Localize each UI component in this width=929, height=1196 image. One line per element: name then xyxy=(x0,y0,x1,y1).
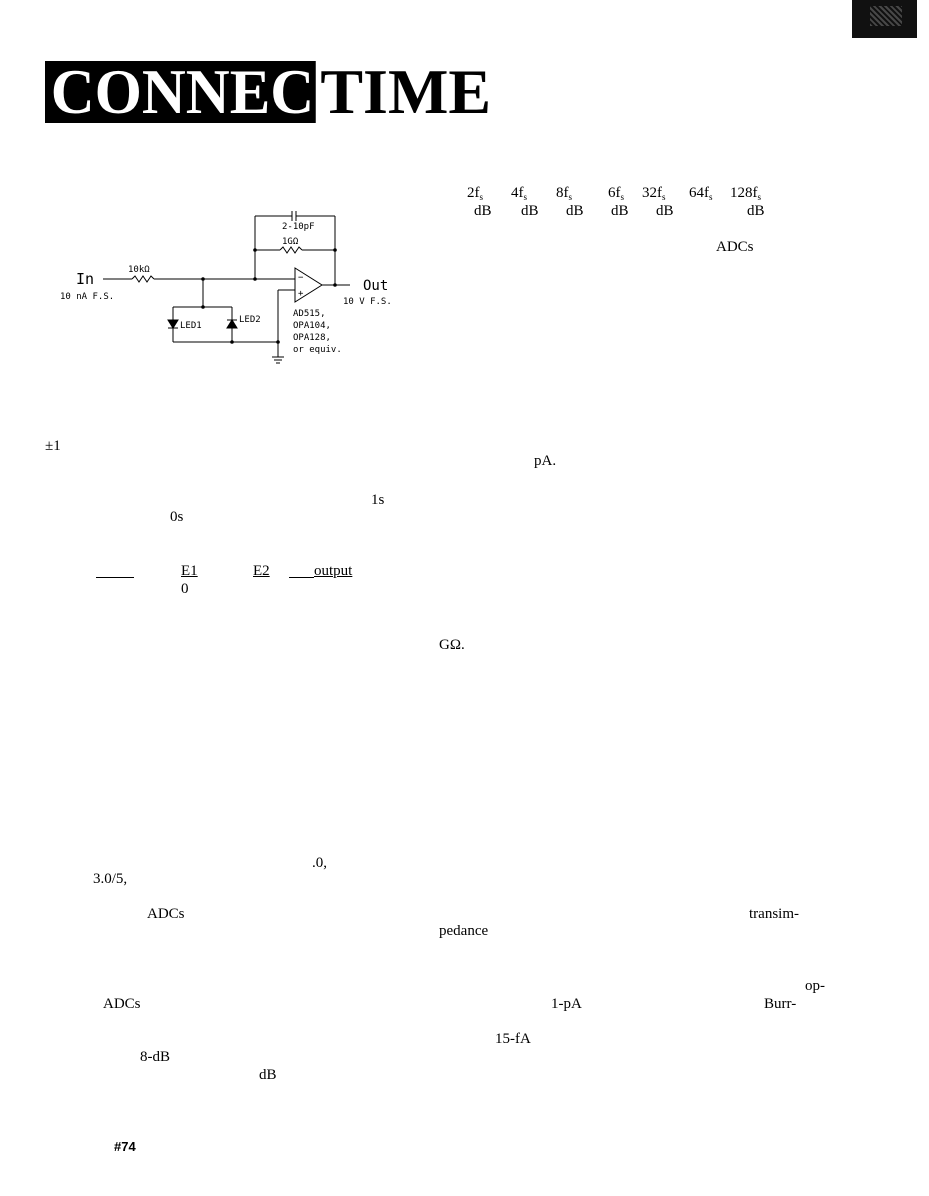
header-plain-text: TIME xyxy=(320,56,492,127)
text-1s: 1s xyxy=(371,492,385,508)
text-db-low: dB xyxy=(259,1067,277,1083)
text-1pa: 1-pA xyxy=(551,996,582,1012)
header-inverse-text: CONNEC xyxy=(45,60,317,124)
freq-64fs: 64fs xyxy=(689,185,713,202)
text-zero: 0 xyxy=(181,581,189,597)
text-pedance: pedance xyxy=(439,923,489,939)
text-pm1: ±1 xyxy=(45,438,61,454)
unit-db-6: dB xyxy=(747,203,765,219)
page-number: #74 xyxy=(114,1139,136,1154)
opamp-part-3: OPA128, xyxy=(293,333,331,343)
text-0s: 0s xyxy=(170,509,184,525)
input-scale: 10 nA F.S. xyxy=(60,292,114,302)
unit-db-5: dB xyxy=(656,203,674,219)
unit-db-2: dB xyxy=(521,203,539,219)
text-gohm: GΩ. xyxy=(439,637,465,653)
section-header: CONNEC TIME xyxy=(45,56,492,127)
opamp-minus: − xyxy=(298,273,304,283)
text-transim: transim- xyxy=(749,906,799,922)
opamp-plus: + xyxy=(298,289,304,299)
text-output: output xyxy=(314,563,353,579)
opamp-part-1: AD515, xyxy=(293,309,326,319)
freq-4fs: 4fs xyxy=(511,185,528,202)
freq-8fs: 8fs xyxy=(556,185,573,202)
opamp-part-4: or equiv. xyxy=(293,345,342,355)
feedback-resistor-label: 1GΩ xyxy=(282,237,299,247)
text-pa: pA. xyxy=(534,453,557,469)
output-scale: 10 V F.S. xyxy=(343,297,392,307)
output-label: Out xyxy=(363,278,388,294)
text-8db: 8-dB xyxy=(140,1049,170,1065)
text-ratio: 3.0/5, xyxy=(93,871,128,887)
freq-2fs: 2fs xyxy=(467,185,484,202)
underline-blank-1 xyxy=(96,577,134,578)
text-e1: E1 xyxy=(181,563,198,579)
underline-blank-2 xyxy=(289,577,314,578)
text-burr: Burr- xyxy=(764,996,797,1012)
unit-db-3: dB xyxy=(566,203,584,219)
input-label: In xyxy=(76,270,94,288)
corner-thumbnail xyxy=(852,0,917,38)
capacitor-label: 2-10pF xyxy=(282,222,315,232)
text-op: op- xyxy=(805,978,825,994)
text-e2: E2 xyxy=(253,563,270,579)
input-resistor-label: 10kΩ xyxy=(128,265,150,275)
transimpedance-schematic: In 10 nA F.S. 10kΩ 2-10pF 1GΩ − + Out 10… xyxy=(60,211,392,364)
text-15fa: 15-fA xyxy=(495,1031,531,1047)
freq-6fs: 6fs xyxy=(608,185,625,202)
opamp-part-2: OPA104, xyxy=(293,321,331,331)
led2-label: LED2 xyxy=(239,315,261,325)
text-adcs-low: ADCs xyxy=(103,996,141,1012)
text-adcs-top: ADCs xyxy=(716,239,754,255)
freq-128fs: 128fs xyxy=(730,185,762,202)
unit-db-4: dB xyxy=(611,203,629,219)
freq-32fs: 32fs xyxy=(642,185,666,202)
led1-label: LED1 xyxy=(180,321,202,331)
text-dot-zero: .0, xyxy=(312,855,327,871)
unit-db-1: dB xyxy=(474,203,492,219)
text-adcs-mid: ADCs xyxy=(147,906,185,922)
